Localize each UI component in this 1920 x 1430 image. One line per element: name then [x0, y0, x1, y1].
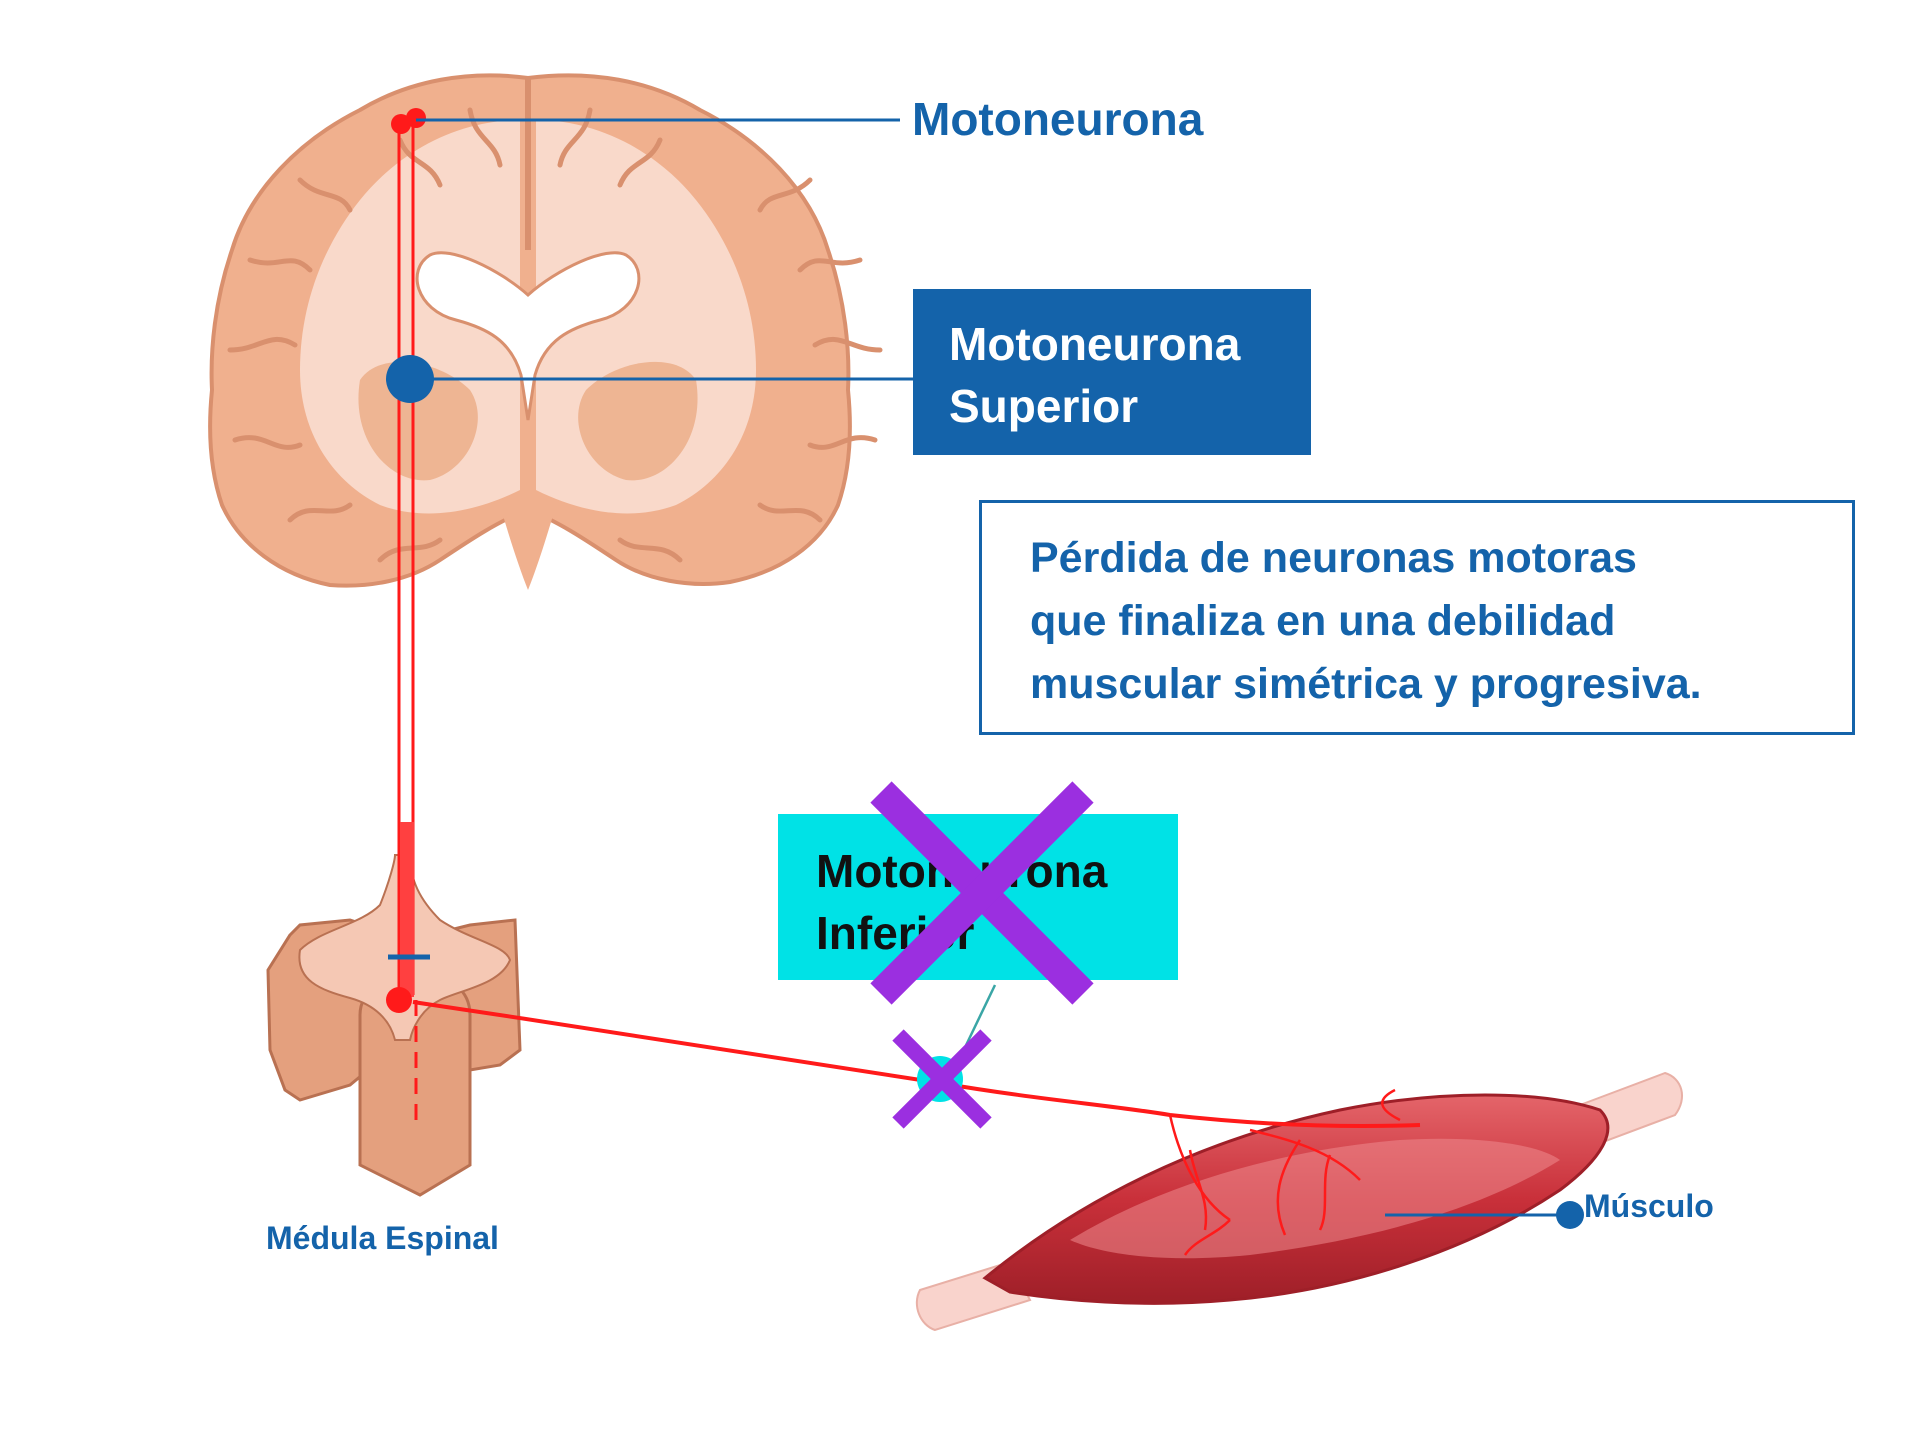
connector-inferior [956, 984, 997, 1063]
superior-label-line-1: Motoneurona [949, 318, 1241, 370]
motoneurona-label: Motoneurona [912, 93, 1204, 145]
axon-highlight [400, 822, 414, 997]
spinal-cord-illustration [266, 854, 522, 1197]
musculo-marker [1556, 1201, 1584, 1229]
description-line-3: muscular simétrica y progresiva. [1030, 660, 1702, 708]
nerve-branches [1168, 1088, 1401, 1256]
upper-motor-neuron-marker [386, 355, 434, 403]
cortical-neuron-1 [391, 114, 411, 134]
superior-label-line-2: Superior [949, 380, 1139, 432]
description-box: Pérdida de neuronas motoras que finaliza… [979, 500, 1855, 735]
inferior-label-line-1: Motoneurona [816, 845, 1108, 897]
description-line-2: que finaliza en una debilidad [1030, 597, 1616, 645]
description-line-1: Pérdida de neuronas motoras [1030, 534, 1637, 582]
medula-espinal-label: Médula Espinal [266, 1220, 499, 1256]
muscle-sheen [1070, 1138, 1560, 1259]
inferior-label-line-2: Inferior [816, 907, 975, 959]
brain-gyri [227, 107, 883, 563]
motoneurona-inferior-box: Motoneurona Inferior [778, 814, 1178, 980]
brain-illustration [208, 73, 883, 590]
lower-motor-soma [386, 987, 412, 1013]
deep-nuclei-right [578, 361, 698, 481]
lower-motor-neuron-marker [917, 1056, 963, 1102]
musculo-label: Músculo [1584, 1188, 1714, 1224]
brainstem-base [500, 505, 556, 590]
peripheral-nerve [412, 1000, 1421, 1129]
cortical-neuron-2 [406, 108, 426, 128]
motoneurona-superior-box: Motoneurona Superior [913, 289, 1311, 455]
deep-nuclei-left [358, 361, 478, 481]
muscle-illustration [915, 1071, 1684, 1332]
lateral-ventricles [415, 251, 641, 421]
